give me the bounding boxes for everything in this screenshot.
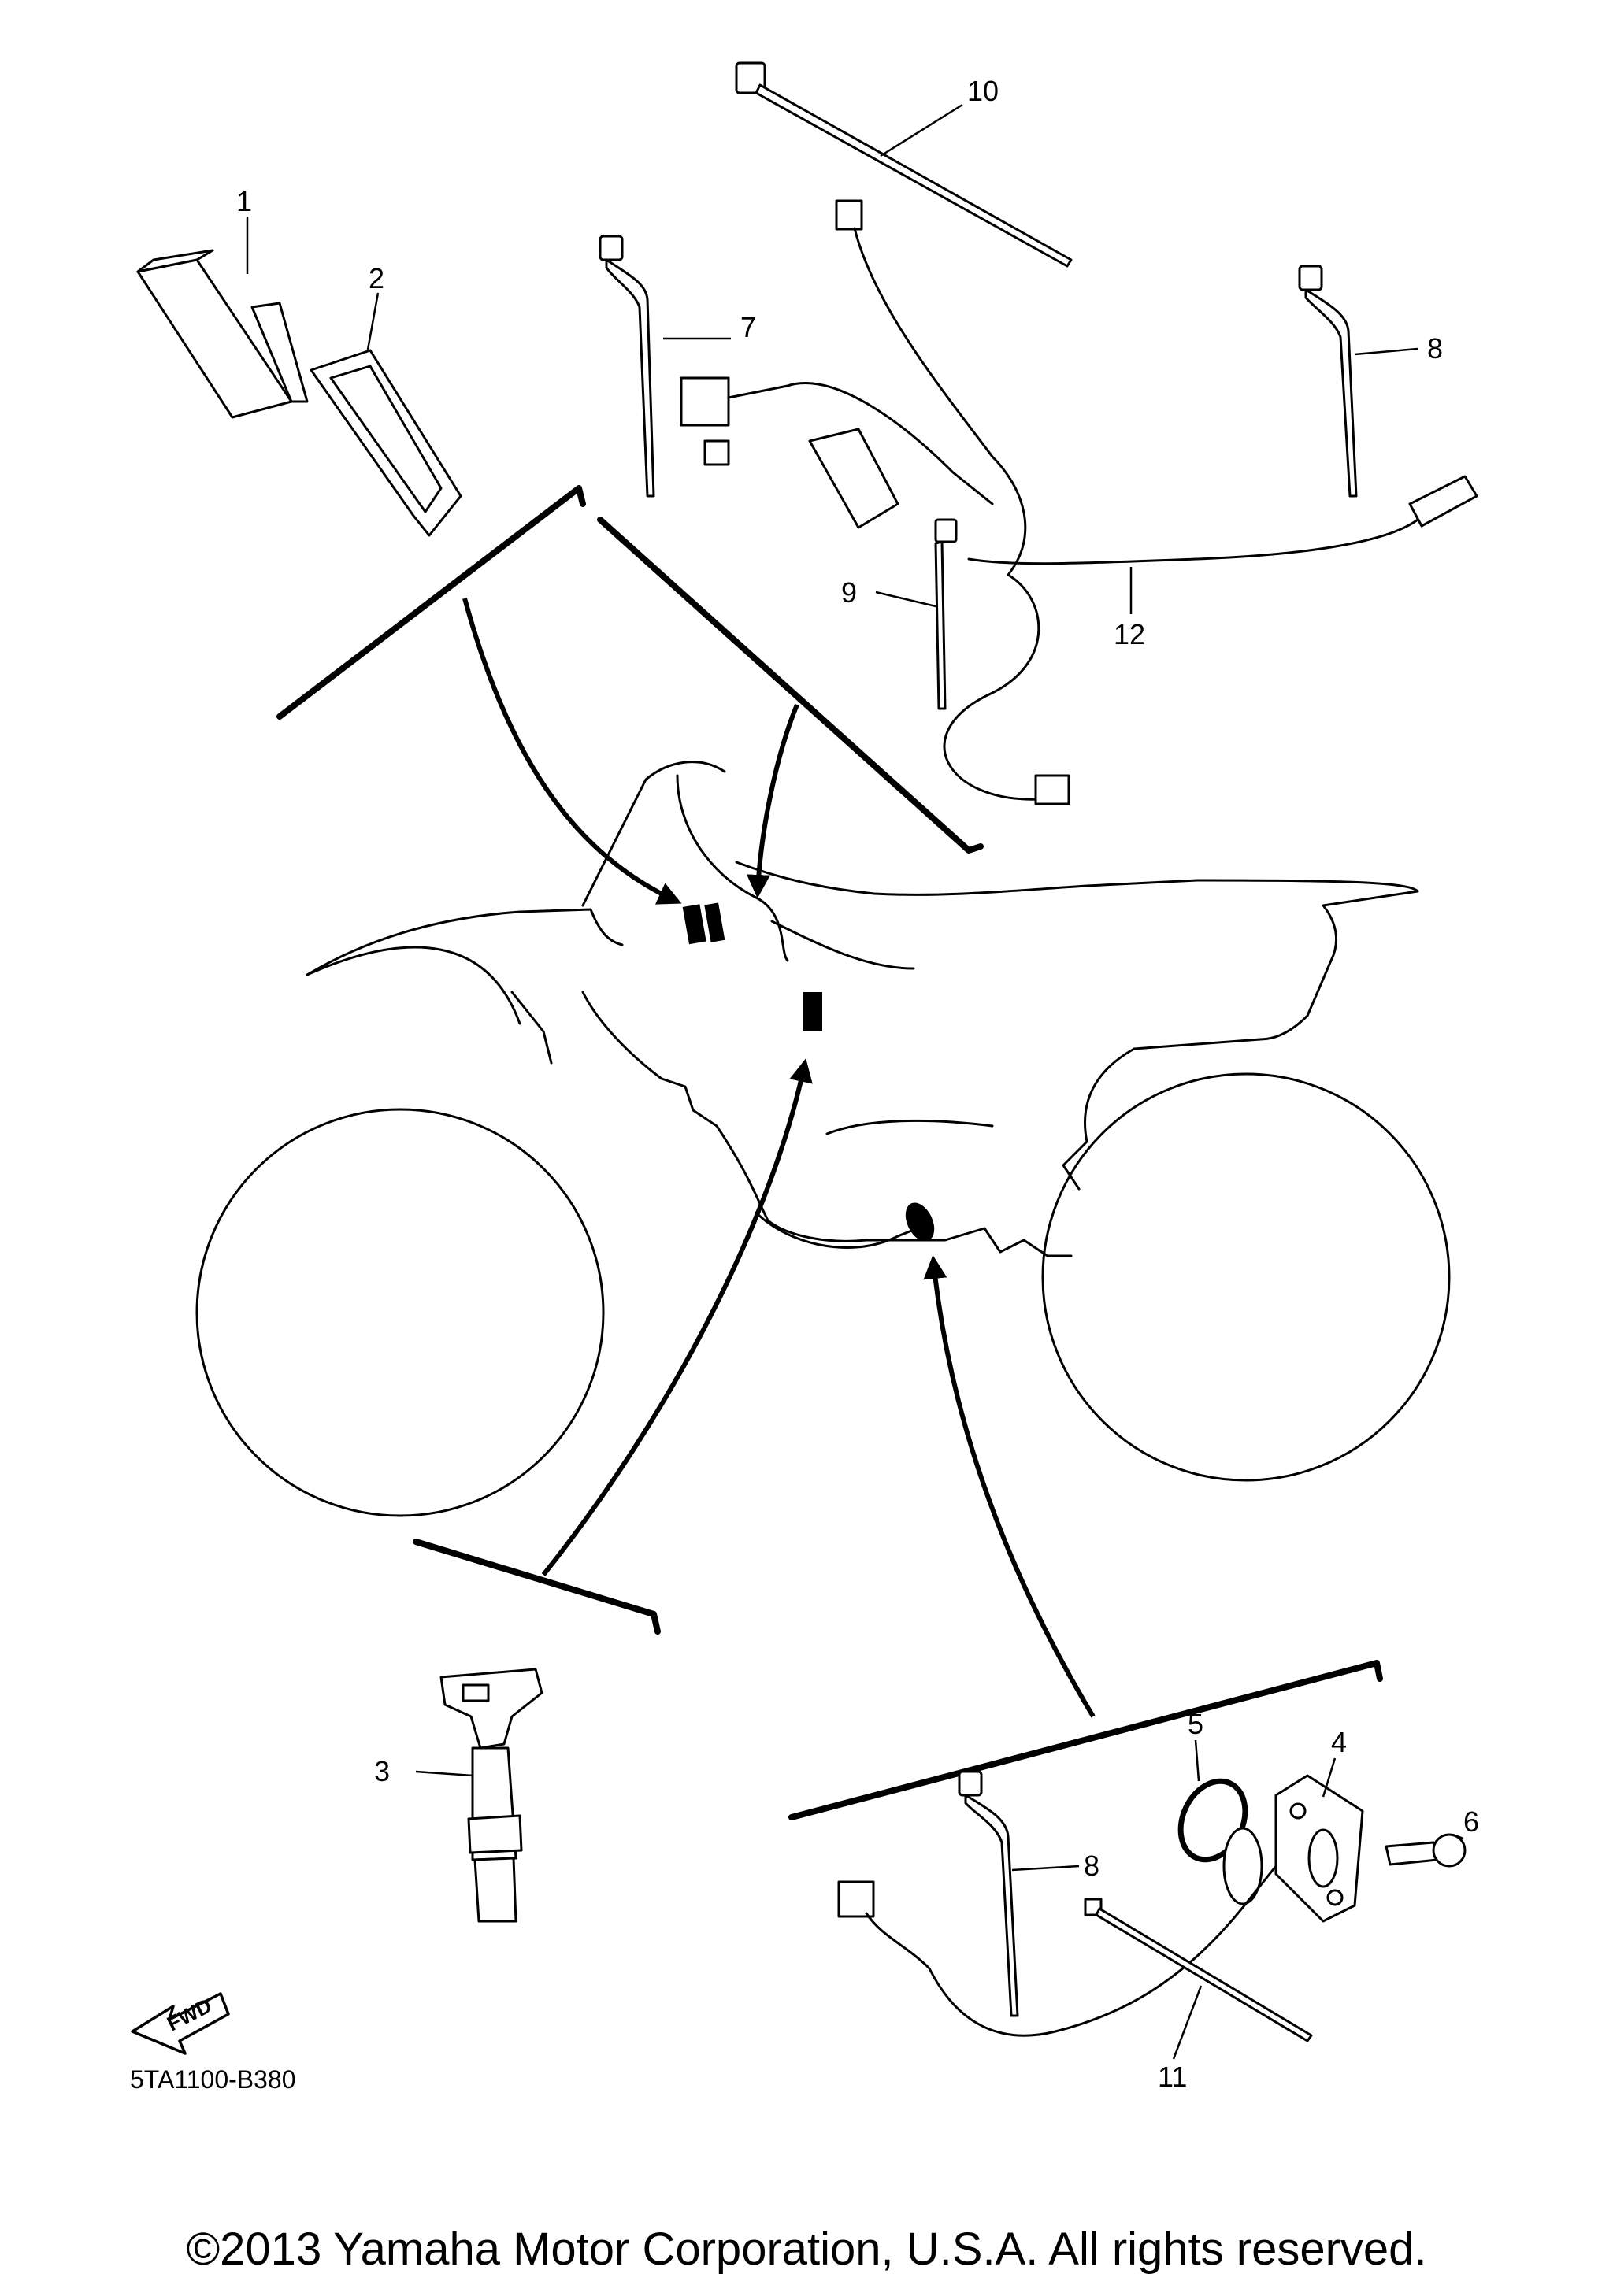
callout-9: 9 [841,576,857,609]
diagram-code: 5TA1100-B380 [130,2065,296,2094]
callout-7: 7 [740,311,756,343]
callout-3: 3 [374,1755,390,1787]
ignition-coil [439,1668,543,1923]
copyright-notice: ©2013 Yamaha Motor Corporation, U.S.A. A… [186,2224,1427,2275]
bracket-lower-left [413,1539,661,1635]
callout-4: 4 [1331,1726,1347,1758]
motorcycle-outline [195,761,1451,1517]
ecu-bracket [310,349,462,537]
callout-1: 1 [236,185,252,217]
callout-6: 6 [1463,1805,1479,1838]
sensor-lead [837,1865,1313,2042]
callout-8-lower: 8 [1084,1850,1099,1882]
callout-2: 2 [369,262,384,294]
bracket-upper-left [276,485,586,720]
bolt [1385,1833,1467,1868]
callout-12: 12 [1114,618,1145,650]
cable-tie [735,61,1073,268]
wire-harness [680,199,1478,805]
callout-11: 11 [1158,2061,1187,2093]
bracket-lower-right [788,1660,1383,1820]
cable-tie [958,1770,1019,2017]
callout-10: 10 [967,75,999,107]
fwd-arrow-icon: FWD [131,1992,230,2055]
callout-leaders [246,103,1464,2060]
cable-tie [934,518,958,710]
speed-sensor [1222,1774,1364,1923]
cdi-unit [136,249,309,419]
callout-8: 8 [1427,332,1443,365]
cable-tie [1298,265,1358,498]
cable-tie [599,235,655,498]
bike-wiring [676,774,935,1249]
bracket-upper-right [597,517,984,854]
connector-arrows [462,598,1096,1718]
callout-5: 5 [1188,1708,1203,1740]
